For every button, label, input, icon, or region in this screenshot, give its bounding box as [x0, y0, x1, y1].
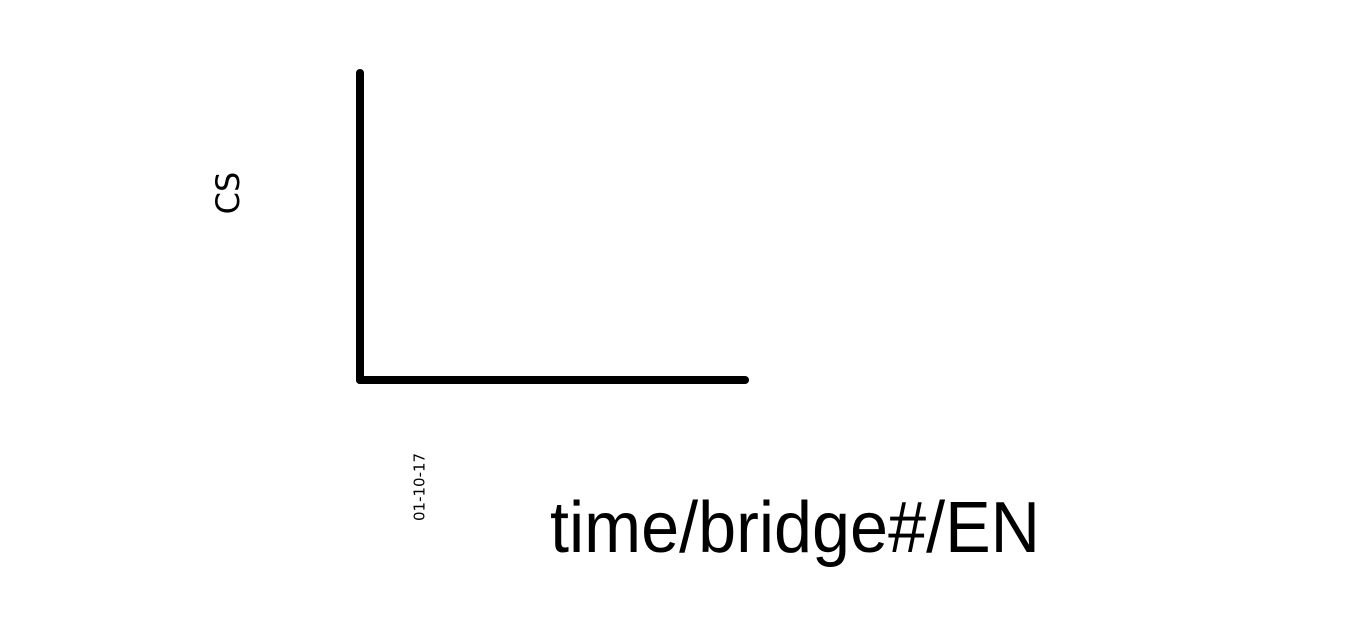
x-tick-label: 01-10-17 [411, 453, 429, 521]
y-axis-label: CS [209, 172, 247, 215]
axes [356, 69, 749, 384]
x-axis-label: time/bridge#/EN [550, 488, 1040, 568]
x-tick-labels: 01-10-17 [411, 453, 429, 521]
